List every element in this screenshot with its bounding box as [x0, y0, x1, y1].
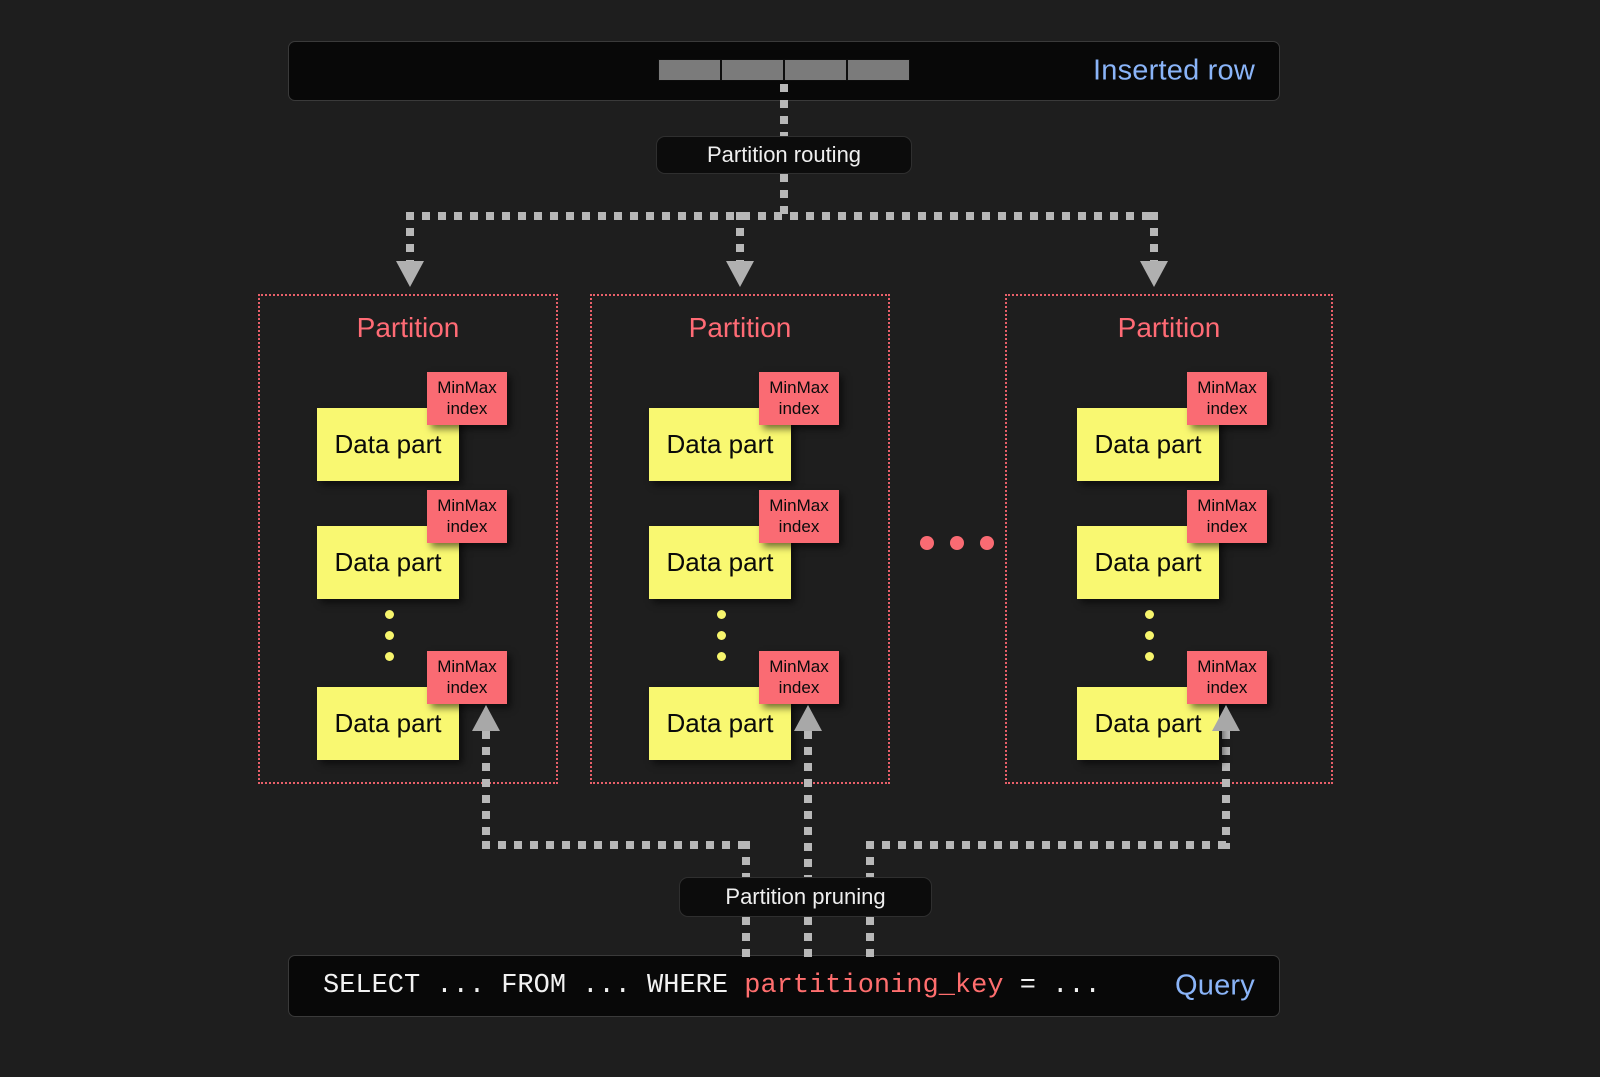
row-cell [847, 59, 910, 81]
row-cell [658, 59, 721, 81]
query-sql-suffix: = ... [1003, 971, 1101, 1001]
minmax-index-box: MinMax index [427, 490, 507, 543]
minmax-index-line2: index [446, 516, 488, 536]
minmax-index-line1: MinMax [437, 378, 497, 398]
partition-container-2: Partition MinMax index Data part MinMax … [590, 294, 890, 784]
ellipsis-dot [385, 652, 394, 661]
minmax-index-box: MinMax index [427, 372, 507, 425]
minmax-index-box: MinMax index [427, 651, 507, 704]
row-cell [784, 59, 847, 81]
data-part-box: Data part [317, 526, 459, 599]
minmax-index-line1: MinMax [437, 657, 497, 677]
data-part-ellipsis [385, 610, 394, 661]
connector-partition-2-to-pruning [804, 731, 812, 885]
minmax-index-line1: MinMax [769, 496, 829, 516]
partition-title: Partition [1117, 312, 1221, 343]
minmax-index-line2: index [1206, 398, 1248, 418]
ellipsis-dot [385, 631, 394, 640]
row-cell [721, 59, 784, 81]
partition-title: Partition [688, 312, 792, 343]
minmax-index-line1: MinMax [769, 378, 829, 398]
connector-partition-1-stem [482, 731, 490, 849]
inserted-row-cells [658, 59, 910, 81]
data-part-box: Data part [649, 408, 791, 481]
minmax-index-box: MinMax index [759, 490, 839, 543]
ellipsis-dot [920, 536, 934, 550]
minmax-index-line1: MinMax [1197, 657, 1257, 677]
arrowhead-to-partition-3 [1140, 261, 1168, 287]
partition-pruning-label: Partition pruning [725, 884, 886, 909]
connector-routing-to-partition-2 [736, 212, 744, 264]
partition-ellipsis [920, 536, 994, 550]
connector-pruning-to-query-3 [866, 917, 874, 957]
minmax-index-box: MinMax index [1187, 372, 1267, 425]
minmax-index-line2: index [778, 677, 820, 697]
arrowhead-to-partition-2 [726, 261, 754, 287]
query-sql-text: SELECT ... FROM ... WHERE partitioning_k… [323, 971, 1101, 1001]
data-part-box: Data part [317, 687, 459, 760]
arrowhead-pruning-to-partition-1 [472, 705, 500, 731]
minmax-index-line1: MinMax [769, 657, 829, 677]
ellipsis-dot [1145, 631, 1154, 640]
minmax-index-line1: MinMax [437, 496, 497, 516]
connector-partition-3-stem [1222, 731, 1230, 849]
connector-routing-bus [406, 212, 1158, 220]
connector-row-to-routing [780, 84, 788, 136]
data-part-ellipsis [717, 610, 726, 661]
minmax-index-line2: index [446, 677, 488, 697]
minmax-index-line2: index [1206, 677, 1248, 697]
connector-partition-3-jog [866, 841, 1226, 849]
ellipsis-dot [385, 610, 394, 619]
connector-partition-1-jog [482, 841, 750, 849]
query-bar: SELECT ... FROM ... WHERE partitioning_k… [288, 955, 1280, 1017]
connector-pruning-to-query-1 [742, 917, 750, 957]
query-label: Query [1175, 969, 1255, 1002]
minmax-index-line1: MinMax [1197, 496, 1257, 516]
minmax-index-line1: MinMax [1197, 378, 1257, 398]
partition-pruning-box: Partition pruning [679, 877, 932, 917]
connector-pruning-to-query-2 [804, 917, 812, 957]
minmax-index-line2: index [1206, 516, 1248, 536]
partition-container-1: Partition MinMax index Data part MinMax … [258, 294, 558, 784]
arrowhead-to-partition-1 [396, 261, 424, 287]
arrowhead-pruning-to-partition-3 [1212, 705, 1240, 731]
ellipsis-dot [950, 536, 964, 550]
connector-routing-to-partition-3 [1150, 212, 1158, 264]
partition-container-3: Partition MinMax index Data part MinMax … [1005, 294, 1333, 784]
minmax-index-box: MinMax index [1187, 651, 1267, 704]
query-sql-keyword: partitioning_key [744, 971, 1004, 1001]
query-sql-prefix: SELECT ... FROM ... WHERE [323, 971, 745, 1001]
arrowhead-pruning-to-partition-2 [794, 705, 822, 731]
ellipsis-dot [1145, 610, 1154, 619]
connector-routing-down [780, 174, 788, 214]
ellipsis-dot [717, 631, 726, 640]
minmax-index-box: MinMax index [759, 372, 839, 425]
minmax-index-line2: index [446, 398, 488, 418]
inserted-row-label: Inserted row [1093, 54, 1255, 87]
ellipsis-dot [980, 536, 994, 550]
data-part-ellipsis [1145, 610, 1154, 661]
ellipsis-dot [717, 652, 726, 661]
partition-title: Partition [356, 312, 460, 343]
data-part-box: Data part [649, 687, 791, 760]
connector-partition-1-to-pruning [742, 841, 750, 885]
connector-routing-to-partition-1 [406, 212, 414, 264]
partition-routing-box: Partition routing [656, 136, 912, 174]
minmax-index-box: MinMax index [759, 651, 839, 704]
ellipsis-dot [717, 610, 726, 619]
ellipsis-dot [1145, 652, 1154, 661]
partition-routing-label: Partition routing [706, 142, 862, 167]
connector-partition-3-to-pruning [866, 841, 874, 885]
minmax-index-box: MinMax index [1187, 490, 1267, 543]
minmax-index-line2: index [778, 516, 820, 536]
minmax-index-line2: index [778, 398, 820, 418]
